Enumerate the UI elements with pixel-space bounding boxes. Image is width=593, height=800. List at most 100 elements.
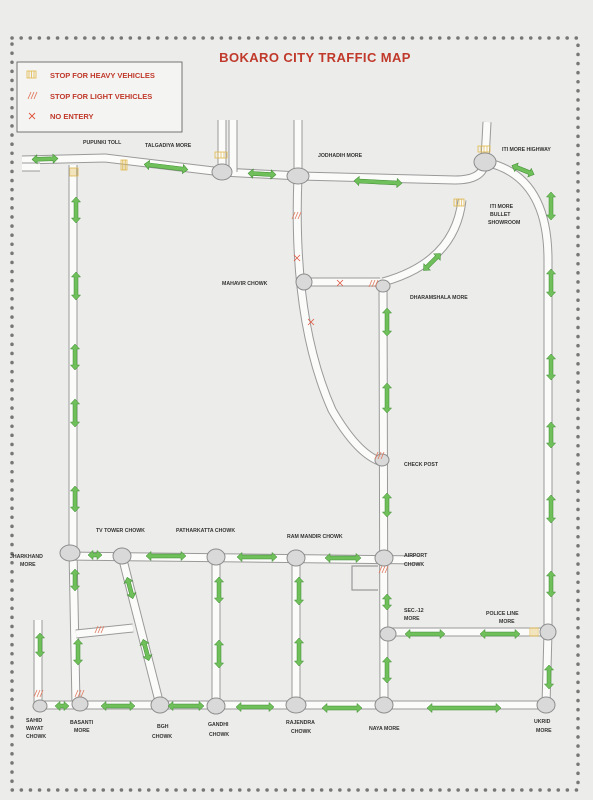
light-stop-checkpost (374, 451, 385, 460)
arrow-naya-up-1 (381, 593, 393, 611)
road-east-highway (483, 157, 553, 706)
node-ukrid (536, 696, 556, 714)
light-stop-cross (94, 625, 105, 634)
label-gandhi-chowk-2: CHOWK (209, 732, 229, 738)
node-airport (374, 549, 394, 567)
traffic-arrows (31, 153, 557, 714)
label-ram-mandir-chowk: RAM MANDIR CHOWK (287, 534, 343, 540)
road-iti-bullet-curve (381, 199, 467, 287)
arrow-mid-3 (236, 551, 278, 563)
road-west-vertical (68, 165, 81, 706)
road-curve-checkpost (292, 175, 384, 467)
arrow-top-4 (353, 175, 403, 189)
label-mahavir-chowk: MAHAVIR CHOWK (222, 281, 268, 287)
no-entry-icon (28, 112, 36, 120)
arrow-naya-up-2 (381, 656, 393, 684)
arrow-bottom-6 (426, 702, 502, 714)
label-police-line-more-1: POLICE LINE (486, 611, 519, 617)
light-stop-basanti (74, 689, 85, 698)
label-dharamshala-more: DHARAMSHALA MORE (410, 295, 468, 301)
node-police-line (539, 623, 557, 641)
label-gandhi-chowk-1: GANDHI (208, 722, 229, 728)
arrow-top-3 (247, 168, 277, 180)
arrow-tv-diag-2 (139, 639, 153, 661)
arrow-mid-1 (87, 549, 103, 561)
arrow-west-2 (70, 271, 82, 301)
arrow-west-3 (69, 343, 81, 371)
heavy-stop-talgadiya-north (214, 151, 228, 159)
arrow-top-2 (143, 159, 189, 175)
arrow-mid-4 (324, 552, 362, 564)
label-ukrid-more-2: MORE (536, 728, 552, 734)
node-bgh (150, 696, 170, 714)
heavy-stop-talgadiya-toll (120, 159, 128, 171)
label-jharkhand-more-1: JHARKHAND (10, 554, 43, 560)
arrow-sec12-1 (404, 628, 446, 640)
heavy-stop-icon (26, 70, 37, 79)
legend-box (16, 61, 183, 133)
node-sahid (32, 699, 48, 713)
arrow-dharamshala-2 (381, 382, 393, 414)
label-check-post: CHECK POST (404, 462, 439, 468)
node-jharkhand (59, 544, 81, 562)
label-rajendra-chowk-1: RAJENDRA (286, 720, 315, 726)
arrow-rammandir-1 (293, 576, 305, 606)
no-entry-curve (307, 318, 315, 326)
legend: STOP FOR HEAVY VEHICLES STOP FOR LIGHT V… (16, 61, 183, 133)
label-bgh-chowk-1: BGH (157, 724, 169, 730)
arrow-dharamshala-3 (381, 492, 393, 518)
stop-markers (33, 145, 539, 698)
node-rajendra (285, 696, 307, 714)
node-tv-tower (112, 547, 132, 565)
arrow-bottom-2 (100, 700, 136, 712)
legend-heavy-label: STOP FOR HEAVY VEHICLES (50, 71, 155, 80)
light-stop-icon (27, 91, 38, 100)
arrow-bottom-3 (167, 700, 205, 712)
no-entry-mahavir-link (336, 279, 344, 287)
label-iti-more-bullet-1: ITI MORE (490, 204, 514, 210)
arrow-iti-bullet (423, 253, 441, 271)
arrow-east-6 (545, 570, 557, 598)
arrow-rammandir-2 (293, 637, 305, 667)
node-basanti (71, 696, 89, 712)
label-ukrid-more-1: UKRID (534, 719, 551, 725)
label-sahid-wayat-chowk-3: CHOWK (26, 734, 46, 740)
light-stop-dharamshala (368, 279, 379, 288)
label-airport-chowk-2: CHOWK (404, 562, 424, 568)
dotted-border (10, 36, 580, 792)
label-bgh-chowk-2: CHOWK (152, 734, 172, 740)
node-ram-mandir (286, 549, 306, 567)
node-naya (374, 696, 394, 714)
label-basanti-more-2: MORE (74, 728, 90, 734)
airport-side-road (351, 565, 378, 591)
arrow-sec12-2 (479, 628, 521, 640)
road-cross-link (75, 623, 134, 639)
place-labels: PUPUNKI TOLL TALGADIYA MORE JODHADIH MOR… (10, 140, 552, 740)
legend-light-label: STOP FOR LIGHT VEHICLES (50, 92, 152, 101)
label-pupunki-toll: PUPUNKI TOLL (83, 140, 122, 146)
road-dharamshala-down (378, 281, 389, 706)
node-patharkatta (206, 548, 226, 566)
no-entry-jodhadih (293, 254, 301, 262)
node-dharamshala (375, 279, 391, 293)
label-sec12-more-2: MORE (404, 616, 420, 622)
road-network (21, 120, 553, 710)
node-sec12 (379, 626, 397, 642)
heavy-stop-police-line (529, 627, 539, 637)
arrow-bottom-4 (235, 701, 275, 713)
label-jodhadih-more: JODHADIH MORE (318, 153, 363, 159)
legend-noentry-label: NO ENTERY (50, 112, 93, 121)
arrow-west-4 (69, 398, 81, 428)
arrow-east-5 (545, 494, 557, 524)
arrow-patharkatta-1 (213, 576, 225, 604)
arrow-patharkatta-2 (213, 639, 225, 669)
label-sahid-wayat-chowk-1: SAHID (26, 718, 42, 724)
node-mahavir (295, 273, 313, 291)
label-airport-chowk-1: AIRPORT (404, 553, 428, 559)
intersections (32, 152, 557, 715)
light-stop-jodhadih (291, 211, 302, 220)
arrow-top-1 (31, 153, 59, 165)
arrow-east-7 (543, 664, 555, 690)
